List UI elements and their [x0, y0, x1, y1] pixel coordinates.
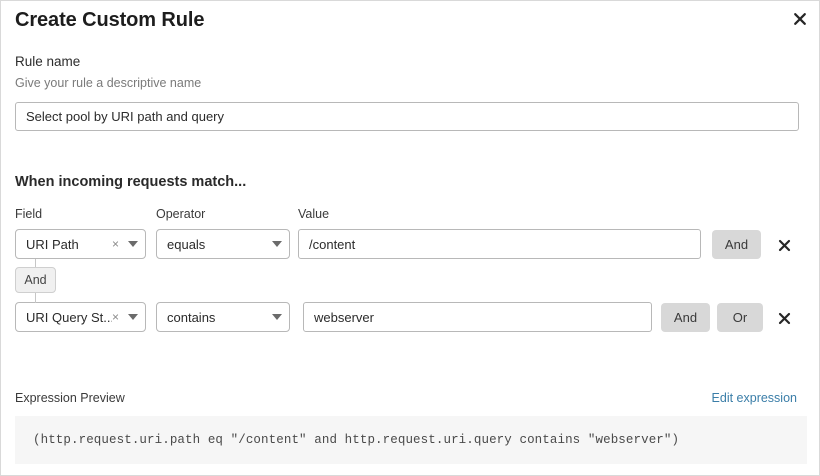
operator-select-row-1[interactable]: equals — [156, 229, 290, 259]
chevron-down-operator-icon-row-1 — [272, 241, 282, 247]
group-connector-and-badge[interactable]: And — [15, 267, 56, 293]
delete-row-2-icon[interactable] — [775, 309, 793, 327]
connector-line-top — [35, 259, 36, 268]
clear-icon-row-1[interactable]: × — [111, 237, 119, 251]
rule-name-input[interactable] — [15, 102, 799, 131]
operator-select-value-row-2: contains — [167, 309, 216, 325]
field-select-row-1[interactable]: URI Path × — [15, 229, 146, 259]
delete-row-1-icon[interactable] — [775, 236, 793, 254]
conditions-heading: When incoming requests match... — [15, 174, 247, 190]
column-header-operator: Operator — [156, 207, 206, 221]
page-title: Create Custom Rule — [15, 9, 205, 31]
clear-icon-row-2[interactable]: × — [111, 310, 119, 324]
field-select-value-row-1: URI Path — [26, 236, 79, 252]
operator-select-row-2[interactable]: contains — [156, 302, 290, 332]
column-header-value: Value — [298, 207, 330, 221]
value-input-row-1[interactable] — [298, 229, 701, 259]
expression-code: (http.request.uri.path eq "/content" and… — [33, 433, 680, 447]
connector-line-bottom — [35, 293, 36, 303]
column-header-field: Field — [15, 207, 43, 221]
chevron-down-icon-row-1 — [128, 241, 138, 247]
or-button-row-2[interactable]: Or — [717, 303, 763, 332]
value-input-row-2[interactable] — [303, 302, 652, 332]
expression-preview-label: Expression Preview — [15, 391, 125, 405]
chevron-down-operator-icon-row-2 — [272, 314, 282, 320]
chevron-down-icon-row-2 — [128, 314, 138, 320]
expression-preview-box: (http.request.uri.path eq "/content" and… — [15, 416, 807, 464]
field-select-row-2[interactable]: URI Query St... × — [15, 302, 146, 332]
edit-expression-link[interactable]: Edit expression — [711, 391, 797, 405]
operator-select-value-row-1: equals — [167, 236, 206, 252]
close-icon[interactable] — [790, 9, 810, 29]
field-select-value-row-2: URI Query St... — [26, 309, 112, 325]
and-button-row-2[interactable]: And — [661, 303, 710, 332]
rule-name-hint: Give your rule a descriptive name — [15, 76, 202, 90]
and-button-row-1[interactable]: And — [712, 230, 761, 259]
rule-name-label: Rule name — [15, 54, 81, 69]
